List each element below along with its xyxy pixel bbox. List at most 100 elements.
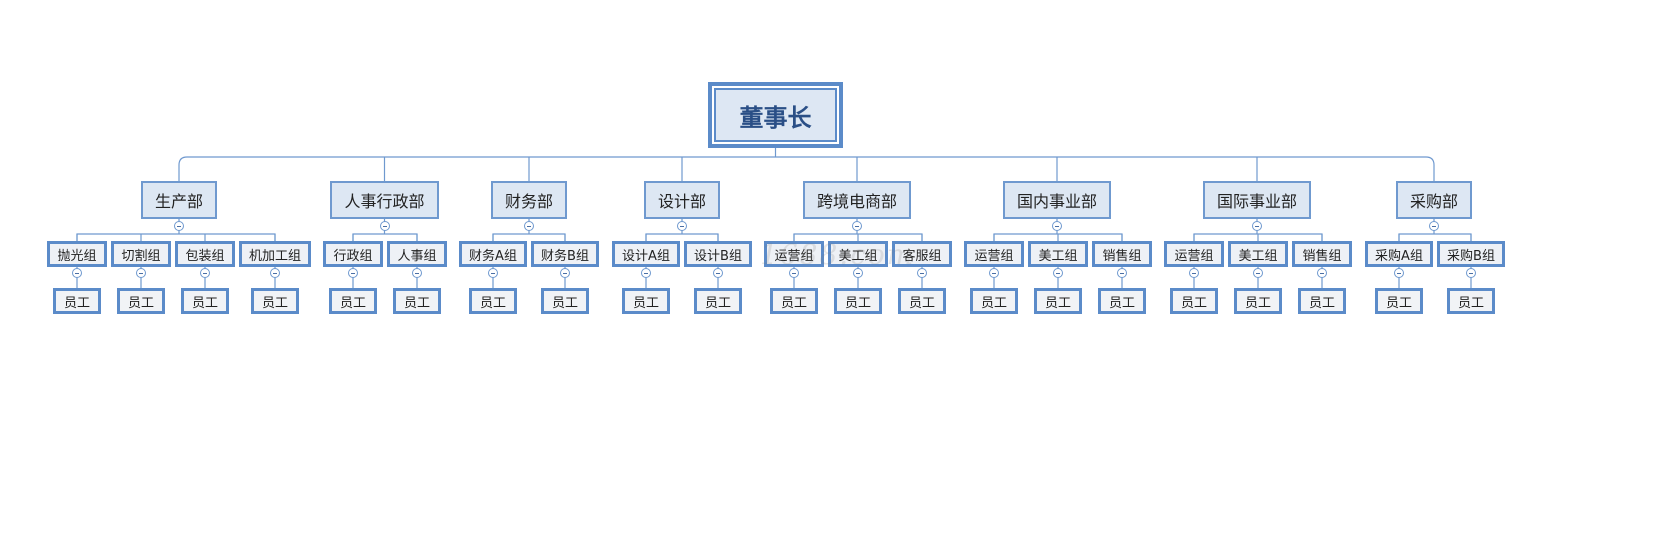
employee-node[interactable]: 员工 <box>898 288 946 314</box>
collapse-toggle-icon[interactable] <box>677 221 687 231</box>
department-node-label: 国内事业部 <box>1016 192 1097 211</box>
collapse-toggle-icon[interactable] <box>412 268 422 278</box>
group-node[interactable]: 采购A组 <box>1365 241 1433 267</box>
department-node[interactable]: 设计部 <box>644 181 720 219</box>
collapse-toggle-icon[interactable] <box>348 268 358 278</box>
employee-node-label: 员工 <box>479 295 506 311</box>
collapse-toggle-icon[interactable] <box>200 268 210 278</box>
group-bus <box>492 233 566 241</box>
group-node[interactable]: 财务B组 <box>531 241 599 267</box>
collapse-toggle-icon[interactable] <box>560 268 570 278</box>
employee-node[interactable]: 员工 <box>541 288 589 314</box>
group-node-label: 美工组 <box>1038 248 1078 264</box>
department-node[interactable]: 国内事业部 <box>1003 181 1111 219</box>
group-node[interactable]: 客服组 <box>892 241 952 267</box>
employee-node[interactable]: 员工 <box>251 288 299 314</box>
group-node[interactable]: 设计A组 <box>612 241 680 267</box>
group-node[interactable]: 美工组 <box>1028 241 1088 267</box>
collapse-toggle-icon[interactable] <box>789 268 799 278</box>
collapse-toggle-icon[interactable] <box>989 268 999 278</box>
employee-node[interactable]: 员工 <box>622 288 670 314</box>
collapse-toggle-icon[interactable] <box>1052 221 1062 231</box>
collapse-toggle-icon[interactable] <box>917 268 927 278</box>
collapse-toggle-icon[interactable] <box>174 221 184 231</box>
collapse-toggle-icon[interactable] <box>136 268 146 278</box>
group-node[interactable]: 抛光组 <box>47 241 107 267</box>
department-node[interactable]: 跨境电商部 <box>803 181 911 219</box>
department-bus <box>178 156 1435 181</box>
group-node[interactable]: 美工组 <box>828 241 888 267</box>
group-node[interactable]: 运营组 <box>964 241 1024 267</box>
collapse-toggle-icon[interactable] <box>713 268 723 278</box>
employee-node[interactable]: 员工 <box>117 288 165 314</box>
group-bus <box>1398 233 1472 241</box>
employee-node[interactable]: 员工 <box>834 288 882 314</box>
root-node[interactable]: 董事长 <box>708 82 843 148</box>
employee-node[interactable]: 员工 <box>1447 288 1495 314</box>
collapse-toggle-icon[interactable] <box>488 268 498 278</box>
collapse-toggle-icon[interactable] <box>1253 268 1263 278</box>
employee-node[interactable]: 员工 <box>1298 288 1346 314</box>
collapse-toggle-icon[interactable] <box>852 221 862 231</box>
department-node[interactable]: 人事行政部 <box>330 181 439 219</box>
collapse-toggle-icon[interactable] <box>1317 268 1327 278</box>
employee-node[interactable]: 员工 <box>1234 288 1282 314</box>
group-node-label: 设计A组 <box>622 248 670 264</box>
group-node[interactable]: 机加工组 <box>239 241 311 267</box>
group-node[interactable]: 销售组 <box>1092 241 1152 267</box>
collapse-toggle-icon[interactable] <box>1252 221 1262 231</box>
group-bus <box>645 233 719 241</box>
group-node[interactable]: 运营组 <box>1164 241 1224 267</box>
collapse-toggle-icon[interactable] <box>1466 268 1476 278</box>
employee-node-label: 员工 <box>844 295 871 311</box>
collapse-toggle-icon[interactable] <box>270 268 280 278</box>
employee-node[interactable]: 员工 <box>53 288 101 314</box>
employee-node[interactable]: 员工 <box>770 288 818 314</box>
collapse-toggle-icon[interactable] <box>379 221 390 231</box>
employee-node-label: 员工 <box>1457 295 1484 311</box>
collapse-toggle-icon[interactable] <box>1053 268 1063 278</box>
department-node[interactable]: 采购部 <box>1396 181 1472 219</box>
employee-node[interactable]: 员工 <box>1170 288 1218 314</box>
group-node-label: 采购A组 <box>1375 248 1423 264</box>
collapse-toggle-icon[interactable] <box>1189 268 1199 278</box>
employee-node-label: 员工 <box>704 295 731 311</box>
group-node[interactable]: 采购B组 <box>1437 241 1505 267</box>
group-node[interactable]: 运营组 <box>764 241 824 267</box>
group-node[interactable]: 切割组 <box>111 241 171 267</box>
group-node[interactable]: 美工组 <box>1228 241 1288 267</box>
group-node[interactable]: 财务A组 <box>459 241 527 267</box>
employee-node[interactable]: 员工 <box>694 288 742 314</box>
department-node[interactable]: 国际事业部 <box>1203 181 1311 219</box>
employee-node[interactable]: 员工 <box>970 288 1018 314</box>
department-node[interactable]: 生产部 <box>141 181 217 219</box>
collapse-toggle-icon[interactable] <box>641 268 651 278</box>
department-node[interactable]: 财务部 <box>491 181 567 219</box>
employee-node[interactable]: 员工 <box>1034 288 1082 314</box>
group-node[interactable]: 人事组 <box>387 241 447 267</box>
employee-node[interactable]: 员工 <box>329 288 377 314</box>
department-node-label: 国际事业部 <box>1216 192 1297 211</box>
employee-node[interactable]: 员工 <box>181 288 229 314</box>
collapse-toggle-icon[interactable] <box>1394 268 1404 278</box>
collapse-toggle-icon[interactable] <box>524 221 534 231</box>
collapse-toggle-icon[interactable] <box>853 268 863 278</box>
employee-node[interactable]: 员工 <box>393 288 441 314</box>
group-node[interactable]: 销售组 <box>1292 241 1352 267</box>
employee-node[interactable]: 员工 <box>1098 288 1146 314</box>
collapse-toggle-icon[interactable] <box>1117 268 1127 278</box>
collapse-toggle-icon[interactable] <box>1429 221 1439 231</box>
root-node-label: 董事长 <box>739 103 812 132</box>
group-node[interactable]: 行政组 <box>323 241 383 267</box>
employee-node-label: 员工 <box>127 295 154 311</box>
employee-node[interactable]: 员工 <box>1375 288 1423 314</box>
group-node[interactable]: 包装组 <box>175 241 235 267</box>
employee-node-label: 员工 <box>908 295 935 311</box>
employee-node-label: 员工 <box>191 295 218 311</box>
collapse-toggle-icon[interactable] <box>72 268 82 278</box>
group-node-label: 销售组 <box>1302 248 1342 264</box>
group-node-label: 财务B组 <box>541 248 589 264</box>
employee-node[interactable]: 员工 <box>469 288 517 314</box>
group-node[interactable]: 设计B组 <box>684 241 752 267</box>
